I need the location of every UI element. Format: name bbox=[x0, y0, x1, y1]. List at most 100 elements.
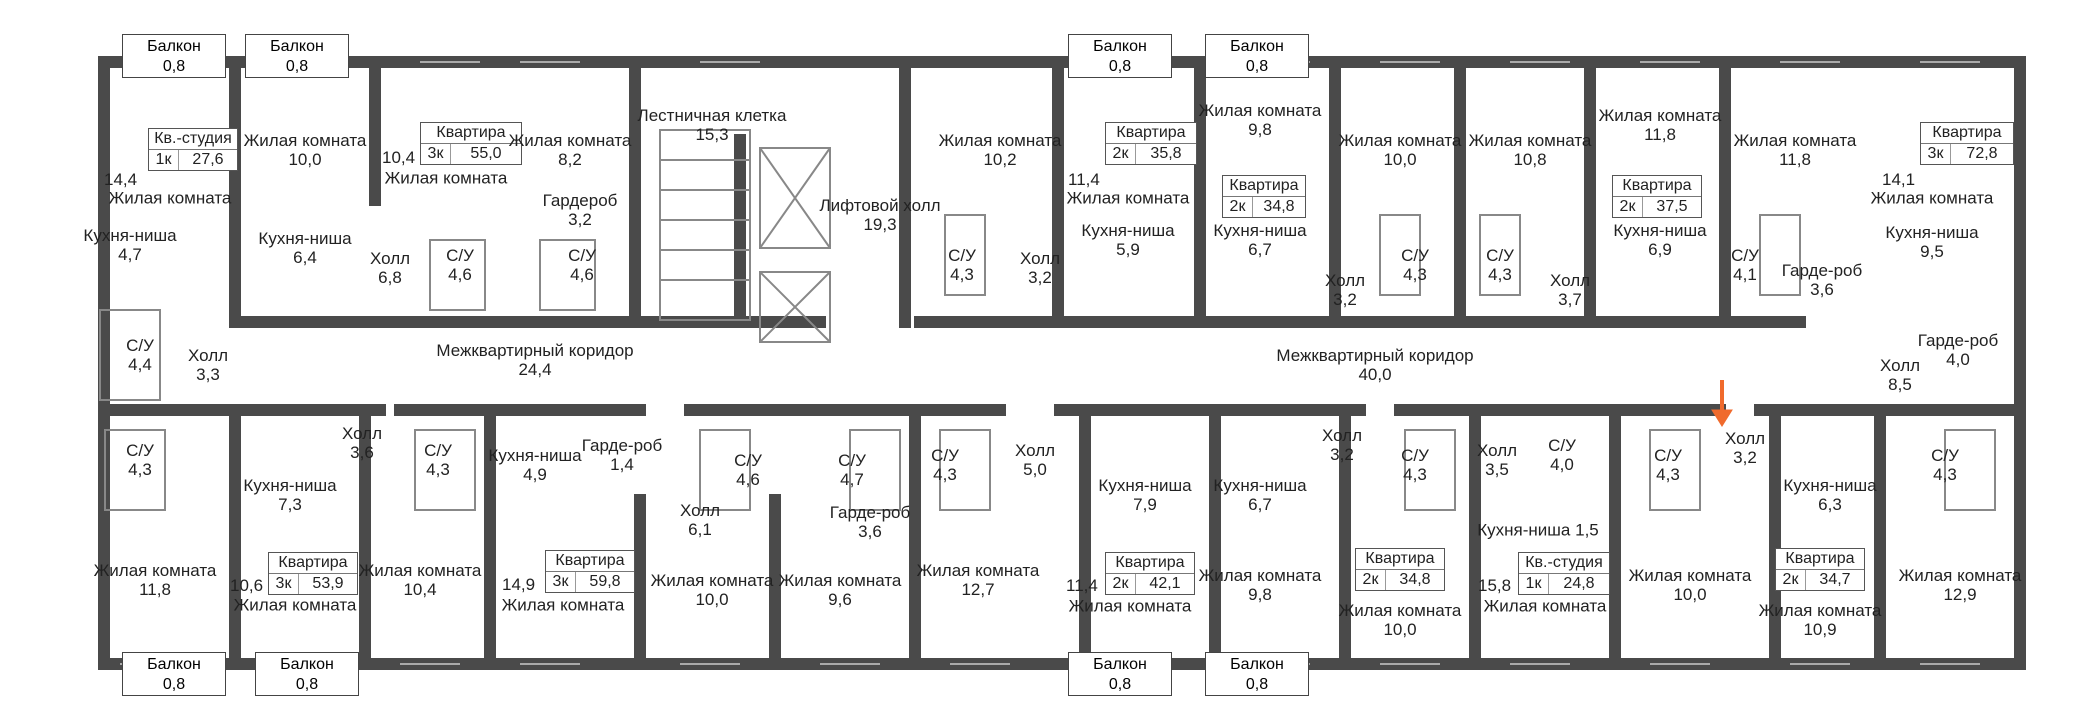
room-label: Жилая комната bbox=[1068, 596, 1192, 616]
room-area: 14,4 bbox=[104, 170, 138, 189]
room-label: Жилая комната bbox=[1870, 188, 1994, 208]
orange-arrow-icon bbox=[1711, 380, 1733, 427]
room-area: 15,8 bbox=[1478, 576, 1512, 595]
room-label: Жилая комната bbox=[1066, 188, 1190, 208]
room-label: Жилая комната bbox=[108, 188, 232, 208]
room-area: 14,9 bbox=[502, 575, 536, 594]
room-label: Жилая комната bbox=[233, 595, 357, 615]
room-label: Жилая комната bbox=[1483, 596, 1607, 616]
room-area: 10,6 bbox=[230, 576, 264, 595]
room-area: 11,4 bbox=[1066, 576, 1098, 595]
room-label: Жилая комната bbox=[384, 168, 508, 188]
room-area: 10,4 bbox=[382, 148, 416, 167]
room-area: 11,4 bbox=[1068, 170, 1100, 189]
room-label: Жилая комната bbox=[501, 595, 625, 615]
